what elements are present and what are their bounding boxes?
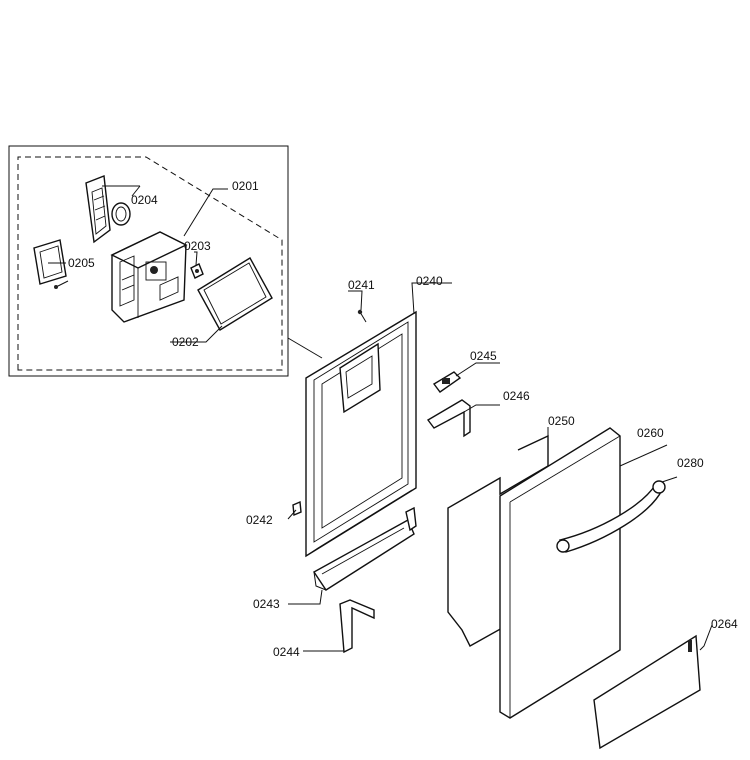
part-0202-seal-frame <box>197 257 273 331</box>
part-0250-insulation-panel <box>447 434 549 647</box>
part-0264-kick-plate <box>593 634 701 750</box>
part-0245-latch <box>432 371 462 393</box>
label-0264: 0264 <box>711 617 738 631</box>
part-0260-outer-door <box>499 427 621 719</box>
label-0280: 0280 <box>677 456 704 470</box>
part-0246-lever <box>426 399 471 438</box>
label-0241: 0241 <box>348 278 375 292</box>
part-0242-clip <box>292 500 302 517</box>
label-0246: 0246 <box>503 389 530 403</box>
label-0242: 0242 <box>246 513 273 527</box>
label-0244: 0244 <box>273 645 300 659</box>
part-0240-inner-door <box>305 310 417 558</box>
part-labels: 0201 0204 0203 0205 0202 0241 0240 0245 … <box>68 179 738 659</box>
part-0201-dispenser-housing <box>110 231 188 323</box>
leader-lines <box>48 185 713 652</box>
part-0203-knob <box>190 263 204 279</box>
label-0204: 0204 <box>131 193 158 207</box>
label-0260: 0260 <box>637 426 664 440</box>
label-0250: 0250 <box>548 414 575 428</box>
part-0280-handle <box>556 480 666 553</box>
label-0205: 0205 <box>68 256 95 270</box>
part-0244-hinge-arm <box>339 599 375 654</box>
part-0243-bottom-bracket <box>312 506 417 591</box>
label-0201: 0201 <box>232 179 259 193</box>
label-0240: 0240 <box>416 274 443 288</box>
part-0204-cover <box>85 175 131 244</box>
part-0205-plate <box>33 239 69 289</box>
label-0202: 0202 <box>172 335 199 349</box>
label-0203: 0203 <box>184 239 211 253</box>
detail-inset <box>8 145 323 377</box>
label-0245: 0245 <box>470 349 497 363</box>
label-0243: 0243 <box>253 597 280 611</box>
part-0241-screw <box>357 309 367 323</box>
